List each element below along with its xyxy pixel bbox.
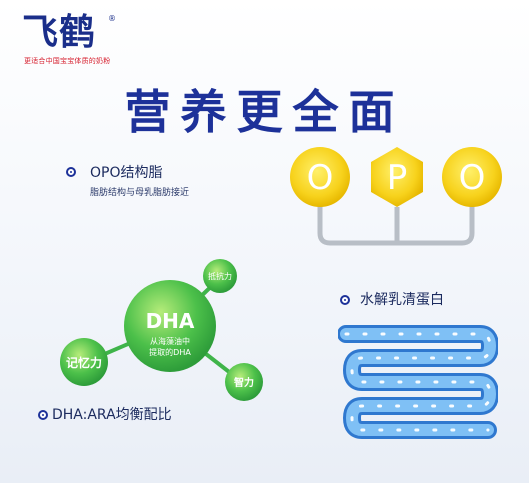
- dha-center-line-2: 提取的DHA: [149, 347, 191, 357]
- dha-node-memory: [60, 338, 108, 386]
- opo-molecule-graphic: O P O: [290, 147, 502, 246]
- dha-node-memory-label: 记忆力: [66, 355, 102, 370]
- dha-node-immunity: [203, 259, 237, 293]
- dha-network-graphic: DHA 从海藻油中 提取的DHA 抵抗力 记忆力 智力: [60, 259, 263, 401]
- brand-name: 飞鹤: [22, 11, 97, 53]
- dha-center-line-1: 从海藻油中: [150, 336, 190, 346]
- opo-hexagon: [371, 147, 423, 207]
- brand-slogan: 更适合中国宝宝体质的奶粉: [24, 57, 111, 65]
- page-title: 营养更全面: [124, 85, 405, 139]
- bullet-icon: [340, 295, 350, 305]
- opo-left-circle: [290, 147, 350, 207]
- opo-letter-1: O: [307, 158, 334, 198]
- dha-node-intelligence: [225, 363, 263, 401]
- bullet-icon: [38, 410, 48, 420]
- opo-letter-2: P: [387, 158, 408, 198]
- registered-mark: ®: [108, 14, 116, 23]
- whey-label: 水解乳清蛋白: [360, 292, 444, 308]
- opo-letter-3: O: [459, 158, 486, 198]
- bullet-icon: [66, 167, 76, 177]
- dha-node-immunity-label: 抵抗力: [208, 271, 232, 281]
- dha-ara-label: DHA:ARA均衡配比: [52, 407, 172, 423]
- dha-center-title: DHA: [146, 309, 195, 333]
- opo-label: OPO结构脂: [90, 165, 163, 181]
- dha-node-intelligence-label: 智力: [234, 376, 254, 389]
- opo-right-circle: [442, 147, 502, 207]
- brand-logo: 飞鹤 ® 更适合中国宝宝体质的奶粉: [22, 11, 122, 65]
- whey-coil-graphic: [338, 325, 498, 439]
- opo-desc: 脂肪结构与母乳脂肪接近: [90, 188, 190, 198]
- dha-center-node: [124, 280, 216, 372]
